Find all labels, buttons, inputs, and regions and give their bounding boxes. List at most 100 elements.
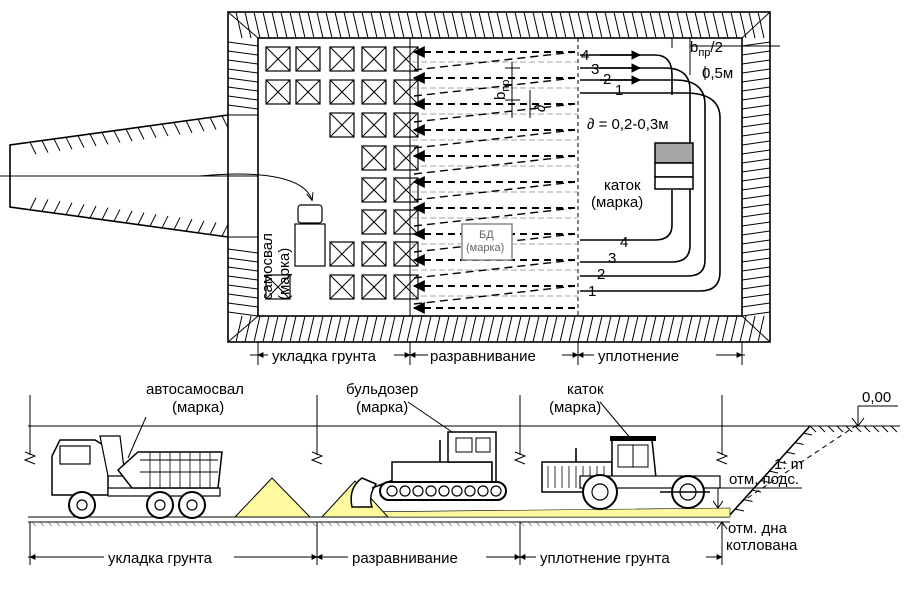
ground-hatch-line (623, 521, 629, 527)
soil-pile-diagonal (393, 79, 419, 105)
slope-hatch-line (316, 11, 324, 39)
slope-hatch-line (739, 11, 747, 39)
truck-section-model: (марка) (172, 399, 224, 416)
zero-elevation-label: 0,00 (862, 389, 891, 406)
ground-hatch-line (79, 521, 85, 527)
soil-pile-diagonal (393, 112, 419, 138)
ground-hatch-line (535, 521, 541, 527)
slope-hatch-line (741, 248, 771, 254)
track-roller (490, 485, 502, 497)
slope-hatch-line (316, 315, 324, 343)
ramp-hatch-line (41, 140, 49, 153)
slope-hatch-line (227, 86, 259, 92)
section-zone-leveling: разравнивание (352, 550, 458, 567)
bulldozer-work-path (413, 207, 576, 227)
slope-hatch-line (741, 203, 771, 209)
bulldozer-section (350, 401, 507, 508)
section-view: 0,00 1: m автосамосвал (марка) (23, 381, 900, 567)
ramp-hatch-line (149, 125, 157, 138)
slope-hatch-line (514, 315, 522, 343)
slope-hatch-line (685, 315, 693, 343)
ground-hatch-line (827, 425, 835, 433)
track-roller (412, 485, 424, 497)
slope-hatch-line (741, 113, 771, 119)
soil-pile-diagonal (393, 274, 419, 300)
ramp-hatch-line (221, 223, 229, 237)
bpr-dimension: bпр ∂ (492, 62, 549, 118)
ground-hatch-line (119, 521, 125, 527)
slope-hatch-line (227, 302, 259, 308)
slope-hatch-line (741, 122, 771, 128)
slope-hatch-line (604, 11, 612, 39)
ground-hatch-line (845, 425, 853, 433)
slope-hatch-line (676, 11, 684, 39)
ground-hatch-line (399, 521, 405, 527)
ramp-hatch-line (161, 215, 169, 229)
slope-hatch-line (442, 315, 450, 343)
delta-range-label: ∂ = 0,2-0,3м (587, 116, 669, 133)
bd-label: БД (479, 229, 494, 241)
soil-pile-diagonal (265, 79, 291, 105)
slope-hatch-line (352, 11, 360, 39)
soil-pile-cell (393, 112, 419, 138)
slope-hatch-line (487, 315, 495, 343)
slope-hatch-line (741, 149, 771, 155)
ground-hatch-line (527, 521, 533, 527)
ground-hatch-line (487, 521, 493, 527)
slope-hatch-line (496, 11, 504, 39)
section-zone-dimension: укладка грунта разравнивание уплотнение … (28, 522, 723, 567)
slope-hatch-line (397, 11, 405, 39)
slope-hatch-line (487, 11, 495, 39)
section-zone-compaction: уплотнение грунта (540, 550, 670, 567)
slope-hatch-line (741, 50, 771, 56)
slope-hatch-line (741, 302, 771, 308)
slope-hatch-line (712, 11, 720, 39)
slope-hatch-line (505, 315, 513, 343)
dump-truck-section (51, 416, 223, 519)
plan-zone-dimension: укладка грунта разравнивание уплотнение (250, 342, 745, 365)
ground-hatch-line (809, 425, 817, 433)
ground-hatch-line (127, 521, 133, 527)
plan-zone-laying: укладка грунта (272, 348, 377, 365)
slope-hatch-line (586, 315, 594, 343)
ramp-hatch-line (89, 205, 97, 219)
soil-pile-diagonal (265, 274, 291, 300)
ground-hatch-line (679, 521, 685, 527)
slope-hatch-line (741, 77, 771, 83)
slope-hatch-line (361, 315, 369, 343)
slope-hatch-line (271, 11, 279, 39)
track-roller (386, 485, 398, 497)
access-ramp (0, 114, 312, 238)
ground-hatch-line (71, 521, 77, 527)
pass-numbers-top: 4 3 2 1 (581, 47, 623, 99)
soil-pile-cell (361, 241, 387, 267)
break-mark-zigzag (513, 451, 527, 465)
slope-hatch-line (244, 11, 252, 39)
break-marks (23, 395, 729, 465)
slope-hatch-line (741, 275, 771, 281)
slope-hatch-line (741, 158, 771, 164)
soil-pile-diagonal (361, 209, 387, 235)
slope-hatch-line (478, 315, 486, 343)
ramp-hatch-line (149, 214, 157, 227)
ground-hatch-line (335, 521, 341, 527)
break-mark (715, 395, 729, 465)
slope-hatch-line (227, 275, 259, 281)
soil-pile-diagonal (393, 241, 419, 267)
bulldozer-work-path (413, 259, 576, 279)
slope-hatch-line (514, 11, 522, 39)
soil-pile-diagonal (361, 46, 387, 72)
ground-hatch-line (599, 521, 605, 527)
ground-hatch-line (63, 521, 69, 527)
bulldozer-work-path (413, 155, 576, 175)
ground-hatch-line (854, 425, 862, 433)
soil-pile-cell (329, 274, 355, 300)
pass-number-3-bottom: 3 (608, 250, 616, 267)
soil-piles-grid (265, 46, 419, 300)
slope-hatch-line (559, 11, 567, 39)
slope-hatch-line (352, 315, 360, 343)
ramp-hatch-line (137, 212, 145, 225)
pass-number-4-bottom: 4 (620, 234, 628, 251)
bpr-label: bпр (492, 80, 512, 100)
